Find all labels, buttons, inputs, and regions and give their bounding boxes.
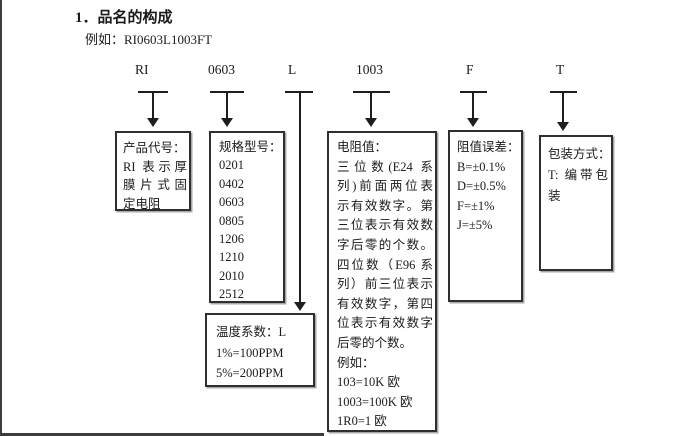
text-line: 规格型号： bbox=[219, 140, 282, 154]
text-line: RI 表示厚 bbox=[123, 159, 187, 174]
code-part-packaging: T bbox=[556, 62, 565, 77]
page-bottom-border bbox=[0, 433, 324, 436]
text-line: 包装方式： bbox=[548, 147, 611, 161]
text-line: 定电阻 bbox=[123, 196, 161, 211]
code-part-temp: L bbox=[288, 62, 297, 77]
page-left-border bbox=[0, 0, 2, 436]
code-part-size: 0603 bbox=[208, 62, 235, 77]
text-line: 1003=100K 欧 bbox=[337, 394, 413, 409]
text-line: 膜片式固 bbox=[123, 178, 187, 192]
text-line: 阻值误差： bbox=[457, 140, 520, 154]
text-line: 103=10K 欧 bbox=[337, 375, 400, 390]
text-line: 例如： bbox=[337, 355, 375, 370]
arrow-down-icon bbox=[467, 118, 479, 127]
example-part-number: 例如：RI0603L1003FT bbox=[85, 32, 213, 47]
section-heading: 1．品名的构成 bbox=[75, 10, 173, 26]
arrow-stem bbox=[226, 91, 228, 119]
text-line: D=±0.5% bbox=[457, 179, 506, 193]
packaging-box: 包装方式： T: 编带包装 bbox=[539, 135, 613, 271]
temp-coefficient-box: 温度系数：L 1%=100PPM 5%=200PPM bbox=[205, 313, 315, 387]
arrow-stem bbox=[562, 91, 564, 123]
text-line: 有效数字，第四 bbox=[337, 296, 433, 311]
arrow-stem bbox=[299, 91, 301, 303]
text-line: 装 bbox=[548, 189, 561, 203]
text-line: T: 编带包 bbox=[548, 168, 608, 182]
arrow-down-icon bbox=[221, 118, 233, 127]
text-line: 四位数（E96 系 bbox=[337, 257, 433, 272]
text-line: 后零的个数。 bbox=[337, 335, 413, 350]
text-line: 产品代号： bbox=[123, 141, 186, 155]
text-line: 1206 bbox=[219, 232, 244, 247]
text-line: 0402 bbox=[219, 176, 244, 191]
arrow-down-icon bbox=[294, 302, 306, 311]
arrow-ri-to-product-code bbox=[138, 91, 168, 127]
text-line: 2010 bbox=[219, 268, 244, 283]
tolerance-box: 阻值误差： B=±0.1% D=±0.5% F=±1% J=±5% bbox=[448, 130, 523, 302]
text-line: 0603 bbox=[219, 195, 244, 210]
text-line: 1R0=1 欧 bbox=[337, 414, 387, 429]
text-line: 三位表示有效数 bbox=[337, 218, 433, 233]
text-line: 温度系数：L bbox=[216, 325, 287, 339]
spec-model-box: 规格型号： 0201 0402 0603 0805 1206 1210 2010 2512 bbox=[209, 131, 285, 303]
code-part-tolerance: F bbox=[466, 62, 474, 77]
text-line: 0805 bbox=[219, 213, 244, 228]
product-code-box: 产品代号： RI 表示厚膜片式固定电阻 bbox=[115, 131, 191, 211]
text-line: 位表示有效数字 bbox=[337, 316, 433, 331]
text-line: 2512 bbox=[219, 287, 244, 302]
arrow-down-icon bbox=[557, 122, 569, 131]
arrow-down-icon bbox=[147, 118, 159, 127]
text-line: 0201 bbox=[219, 158, 244, 173]
arrow-size-to-spec-model bbox=[210, 91, 244, 127]
arrow-stem bbox=[370, 91, 372, 119]
text-line: 列)前面两位表 bbox=[337, 179, 433, 194]
text-line: 示有效数字。第 bbox=[337, 198, 433, 213]
code-part-ri: RI bbox=[135, 62, 149, 77]
text-line: 列）前三位表示 bbox=[337, 277, 433, 292]
arrow-stem bbox=[472, 91, 474, 119]
arrow-l-to-temp-coefficient bbox=[285, 91, 313, 311]
text-line: 电阻值： bbox=[337, 140, 388, 154]
text-line: 1210 bbox=[219, 250, 244, 265]
arrow-stem bbox=[152, 91, 154, 119]
arrow-t-to-packaging bbox=[550, 91, 577, 131]
text-line: F=±1% bbox=[457, 198, 495, 213]
text-line: 字后零的个数。 bbox=[337, 237, 433, 252]
resistance-value-box: 电阻值： 三位数(E24 系列)前面两位表示有效数字。第三位表示有效数字后零的个数… bbox=[327, 131, 437, 432]
arrow-f-to-tolerance bbox=[460, 91, 487, 127]
text-line: 5%=200PPM bbox=[216, 366, 284, 380]
arrow-1003-to-resistance-value bbox=[353, 91, 390, 127]
text-line: B=±0.1% bbox=[457, 159, 506, 174]
code-part-resistance: 1003 bbox=[356, 62, 383, 77]
text-line: 1%=100PPM bbox=[216, 345, 284, 360]
text-line: J=±5% bbox=[457, 218, 493, 232]
text-line: 三位数(E24 系 bbox=[337, 159, 433, 174]
arrow-down-icon bbox=[365, 118, 377, 127]
